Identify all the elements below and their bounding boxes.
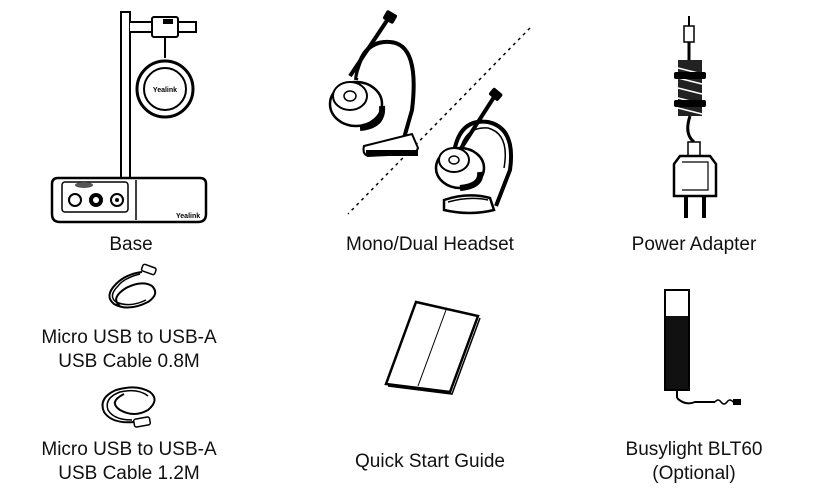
usb-long-label-line1: Micro USB to USB-A <box>41 439 217 460</box>
base-disc-logo: Yealink <box>153 87 177 94</box>
busylight-label-line1: Busylight BLT60 <box>625 439 763 460</box>
base-illustration: Yealink Yealink <box>50 11 208 224</box>
usb-long-cable-illustration <box>101 386 156 428</box>
adapter-illustration <box>672 16 718 218</box>
usb-short-label-line2: USB Cable 0.8M <box>58 351 200 372</box>
busylight-label-line2: (Optional) <box>652 463 736 484</box>
headset-illustration <box>328 10 531 215</box>
base-label: Base <box>109 234 153 255</box>
adapter-label: Power Adapter <box>631 234 757 255</box>
headset-label: Mono/Dual Headset <box>346 234 514 255</box>
guide-illustration <box>384 300 481 395</box>
usb-short-label-line1: Micro USB to USB-A <box>41 327 217 348</box>
busylight-illustration <box>664 289 741 405</box>
guide-label: Quick Start Guide <box>355 451 505 472</box>
usb-long-label-line2: USB Cable 1.2M <box>58 463 200 484</box>
base-block-logo: Yealink <box>176 213 200 220</box>
usb-short-cable-illustration <box>108 263 157 309</box>
